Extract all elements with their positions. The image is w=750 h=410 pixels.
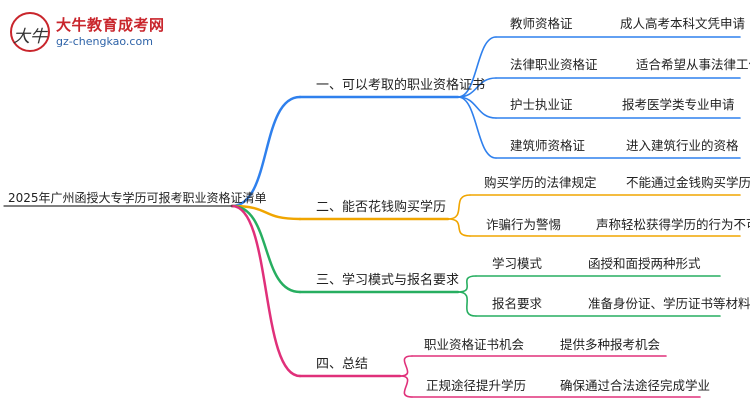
connector-branch-2-leaf-0 xyxy=(457,275,477,293)
note-law-cert: 适合希望从事法律工作 xyxy=(636,57,750,72)
connector-branch-2-leaf-1 xyxy=(457,291,477,317)
leaf-fraud-warning[interactable]: 诈骗行为警惕 xyxy=(486,217,562,232)
branch-study-mode[interactable]: 三、学习模式与报名要求 xyxy=(316,273,460,288)
connector-branch-0-leaf-0 xyxy=(457,36,497,98)
leaf-teacher-cert[interactable]: 教师资格证 xyxy=(510,16,573,31)
note-nurse-cert: 报考医学类专业申请 xyxy=(622,97,735,112)
site-logo[interactable]: 大牛 大牛教育成考网 gz-chengkao.com xyxy=(8,10,178,54)
mindmap-root[interactable]: 2025年广州函授大专学历可报考职业资格证清单 xyxy=(8,191,267,205)
connector-branch-0-leaf-1 xyxy=(457,77,497,98)
branch-buy-degree[interactable]: 二、能否花钱购买学历 xyxy=(316,200,447,215)
logo-title: 大牛教育成考网 xyxy=(56,16,165,34)
connector-branch-3-leaf-1 xyxy=(399,375,413,398)
leaf-legal-rules[interactable]: 购买学历的法律规定 xyxy=(484,175,597,190)
leaf-registration[interactable]: 报名要求 xyxy=(492,296,543,311)
note-study-mode: 函授和面授两种形式 xyxy=(588,256,701,271)
connector-branch-3-leaf-0 xyxy=(399,355,413,377)
connector-root-branch-1 xyxy=(230,204,302,221)
connector-branch-0-leaf-3 xyxy=(457,96,497,159)
branch-summary[interactable]: 四、总结 xyxy=(316,357,369,372)
connector-root-branch-3 xyxy=(230,204,302,378)
leaf-formal-path[interactable]: 正规途径提升学历 xyxy=(426,378,527,393)
logo-icon: 大牛 xyxy=(10,12,50,52)
leaf-architect-cert[interactable]: 建筑师资格证 xyxy=(510,138,586,153)
note-cert-opportunity: 提供多种报考机会 xyxy=(560,337,661,352)
branch-certificates[interactable]: 一、可以考取的职业资格证书 xyxy=(316,78,486,93)
note-formal-path: 确保通过合法途径完成学业 xyxy=(560,378,711,393)
note-registration: 准备身份证、学历证书等材料 xyxy=(588,296,750,311)
note-fraud-warning: 声称轻松获得学历的行为不可信 xyxy=(596,217,750,232)
note-teacher-cert: 成人高考本科文凭申请 xyxy=(620,16,746,31)
connector-branch-1-leaf-0 xyxy=(447,194,471,220)
connector-root-branch-0 xyxy=(230,95,302,208)
note-architect-cert: 进入建筑行业的资格 xyxy=(626,138,739,153)
leaf-law-cert[interactable]: 法律职业资格证 xyxy=(510,57,598,72)
leaf-cert-opportunity[interactable]: 职业资格证书机会 xyxy=(424,337,525,352)
logo-url: gz-chengkao.com xyxy=(56,35,153,48)
connector-branch-1-leaf-1 xyxy=(447,218,471,237)
leaf-nurse-cert[interactable]: 护士执业证 xyxy=(510,97,573,112)
note-legal-rules: 不能通过金钱购买学历 xyxy=(626,175,750,190)
connector-branch-0-leaf-2 xyxy=(457,96,497,119)
leaf-study-mode[interactable]: 学习模式 xyxy=(492,256,543,271)
connector-root-branch-2 xyxy=(230,204,302,294)
